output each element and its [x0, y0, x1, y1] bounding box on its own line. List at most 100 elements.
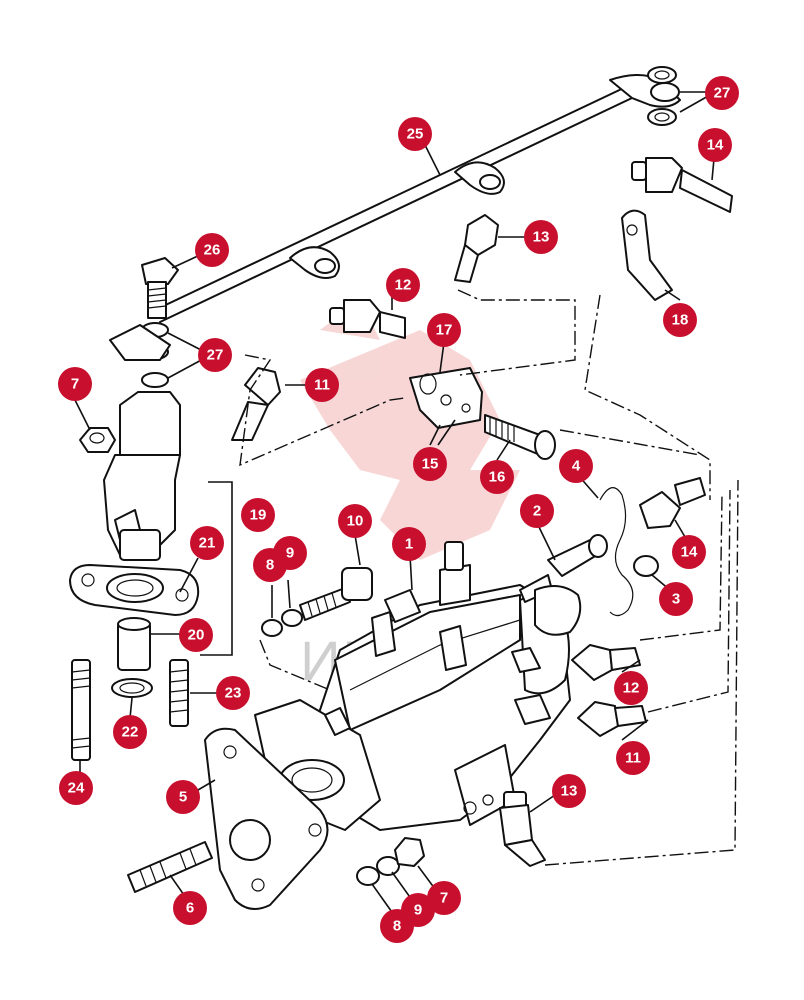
washer-9-upper [281, 609, 303, 627]
delivery-fitting-11-lower [577, 701, 647, 737]
washer-8-lower [356, 866, 380, 886]
callout-2: 2 [520, 494, 554, 528]
pump-stud [127, 841, 213, 893]
svg-text:18: 18 [672, 312, 689, 329]
svg-text:3: 3 [672, 591, 680, 608]
pipe-end-14-lower [639, 477, 706, 529]
callout-7-lower: 7 [427, 881, 461, 915]
svg-text:7: 7 [440, 890, 448, 907]
svg-text:19: 19 [250, 507, 267, 524]
injection-pump-body [254, 541, 582, 831]
callout-9-upper: 9 [273, 536, 307, 570]
svg-text:23: 23 [225, 685, 242, 702]
svg-text:27: 27 [207, 347, 224, 364]
svg-text:7: 7 [71, 376, 79, 393]
injector-seat [111, 617, 153, 698]
washer-9-lower [376, 856, 400, 876]
callout-21: 21 [190, 526, 224, 560]
callout-1: 1 [392, 527, 426, 561]
svg-text:20: 20 [188, 627, 205, 644]
svg-text:11: 11 [625, 750, 641, 767]
callout-26: 26 [195, 233, 229, 267]
callout-16: 16 [480, 460, 514, 494]
callout-23: 23 [216, 676, 250, 710]
pipe-end-14-top [631, 157, 733, 213]
svg-text:25: 25 [407, 126, 424, 143]
callout-25: 25 [398, 117, 432, 151]
pump-gasket [203, 727, 329, 910]
svg-text:14: 14 [707, 137, 724, 154]
callout-13-top: 13 [524, 220, 558, 254]
callout-14-lower: 14 [672, 535, 706, 569]
callout-12-top: 12 [386, 268, 420, 302]
callout-4: 4 [559, 449, 593, 483]
long-stud [71, 659, 91, 761]
blanking-plug [633, 555, 659, 577]
callout-15: 15 [413, 447, 447, 481]
delivery-fitting-13 [454, 214, 499, 283]
callout-19: 19 [241, 498, 275, 532]
banjo-bolt [141, 257, 179, 319]
svg-text:12: 12 [395, 277, 412, 294]
nut-7-lower [394, 837, 425, 867]
svg-text:27: 27 [714, 85, 731, 102]
delivery-fitting-left [231, 367, 281, 441]
svg-text:13: 13 [561, 783, 578, 800]
washer-8-upper [261, 619, 283, 637]
svg-text:13: 13 [533, 229, 550, 246]
clamp-bolt [484, 414, 556, 460]
svg-text:26: 26 [204, 242, 221, 259]
callout-11-upper: 11 [305, 368, 339, 402]
rail-bracket [409, 367, 483, 429]
callout-10: 10 [338, 504, 372, 538]
callout-20: 20 [179, 618, 213, 652]
nut-left [79, 427, 116, 453]
svg-text:11: 11 [314, 377, 330, 394]
callout-7-left: 7 [58, 367, 92, 401]
svg-text:1: 1 [405, 536, 413, 553]
callout-18: 18 [663, 303, 697, 337]
svg-text:16: 16 [489, 469, 506, 486]
pipe-clip [621, 209, 673, 301]
locking-wire [599, 487, 634, 617]
callout-17: 17 [427, 313, 461, 347]
callout-11-lower: 11 [616, 741, 650, 775]
callout-8-lower: 8 [380, 909, 414, 943]
svg-text:14: 14 [681, 544, 698, 561]
callout-27-left: 27 [198, 338, 232, 372]
callout-27-top: 27 [705, 76, 739, 110]
svg-text:12: 12 [623, 680, 640, 697]
svg-text:9: 9 [286, 545, 294, 562]
svg-text:17: 17 [436, 322, 453, 339]
short-stud [169, 659, 189, 727]
callout-5: 5 [166, 780, 200, 814]
svg-text:24: 24 [68, 780, 85, 797]
injector [103, 391, 181, 561]
svg-text:6: 6 [186, 900, 194, 917]
svg-text:22: 22 [122, 724, 139, 741]
callout-6: 6 [173, 891, 207, 925]
svg-text:10: 10 [347, 513, 364, 530]
svg-text:21: 21 [199, 535, 216, 552]
washer-pair-top [647, 66, 677, 126]
delivery-fitting-upper [329, 299, 406, 339]
union-fitting [547, 534, 608, 577]
delivery-fitting-13-lower [499, 791, 546, 867]
fuel-pipe-routes [239, 289, 739, 866]
svg-text:8: 8 [393, 918, 401, 935]
svg-text:5: 5 [179, 789, 187, 806]
injector-clamp-flange [69, 564, 200, 616]
svg-text:4: 4 [572, 458, 581, 475]
washer-pair-left [109, 322, 171, 388]
svg-text:2: 2 [533, 503, 541, 520]
callout-13-lower: 13 [552, 774, 586, 808]
callout-14-top: 14 [698, 128, 732, 162]
callout-3: 3 [659, 582, 693, 616]
svg-text:15: 15 [422, 456, 439, 473]
svg-text:9: 9 [414, 902, 422, 919]
callout-12-lower: 12 [614, 671, 648, 705]
banjo-bolt-10 [299, 567, 373, 621]
svg-text:8: 8 [266, 557, 274, 574]
callout-22: 22 [113, 715, 147, 749]
